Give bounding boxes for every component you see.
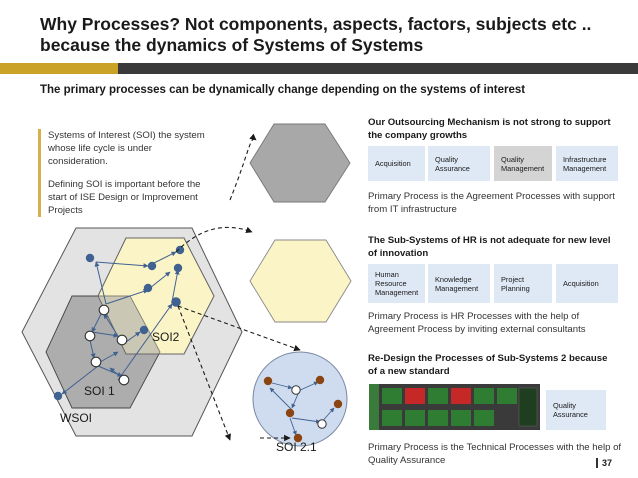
wsoi-label: WSOI — [60, 411, 92, 425]
soi-definition-text: Systems of Interest (SOI) the system who… — [48, 130, 205, 167]
title-divider-bar — [0, 63, 638, 74]
chip-quality-assurance-redesign: Quality Assurance — [546, 390, 606, 430]
redesign-description: Primary Process is the Technical Process… — [368, 442, 622, 466]
chip-knowledge-management: Knowledge Management — [428, 264, 490, 303]
title-divider-accent — [0, 63, 118, 74]
chip-infrastructure-management: Infrastructure Management — [556, 146, 618, 181]
dashed-connectors — [175, 133, 301, 442]
soi2-label: SOI2 — [152, 330, 180, 344]
soi21-arrows — [269, 381, 335, 436]
soi21-nodes — [263, 375, 343, 443]
soi1-label: SOI 1 — [84, 384, 115, 398]
process-map-thumbnail — [369, 384, 540, 430]
page-number: 37 — [596, 458, 612, 468]
outsourcing-heading: Our Outsourcing Mechanism is not strong … — [368, 117, 611, 141]
slide-title: Why Processes? Not components, aspects, … — [40, 14, 592, 55]
soi21-circle — [252, 351, 348, 447]
chip-acquisition-hr: Acquisition — [556, 264, 618, 303]
hr-heading: The Sub-Systems of HR is not adequate fo… — [368, 235, 611, 259]
outsourcing-hexagon — [249, 123, 351, 203]
soi-importance-text: Defining SOI is important before the sta… — [48, 179, 201, 216]
slide-subtitle: The primary processes can be dynamically… — [40, 84, 526, 96]
wsoi-arrows — [61, 251, 180, 395]
soi-note: Systems of Interest (SOI) the system who… — [38, 129, 208, 217]
hr-description: Primary Process is HR Processes with the… — [368, 311, 586, 335]
chip-project-planning: Project Planning — [494, 264, 552, 303]
chip-human-resource-management: Human Resource Management — [368, 264, 425, 303]
hr-hexagon — [249, 239, 352, 323]
chip-quality-management: Quality Management — [494, 146, 552, 181]
chip-acquisition: Acquisition — [368, 146, 425, 181]
redesign-heading: Re-Design the Processes of Sub-Systems 2… — [368, 353, 608, 377]
wsoi-nodes — [53, 245, 185, 401]
chip-quality-assurance: Quality Assurance — [428, 146, 490, 181]
outsourcing-description: Primary Process is the Agreement Process… — [368, 191, 615, 215]
soi21-label: SOI 2.1 — [276, 440, 317, 454]
soi2-hexagon-outline — [97, 237, 215, 355]
